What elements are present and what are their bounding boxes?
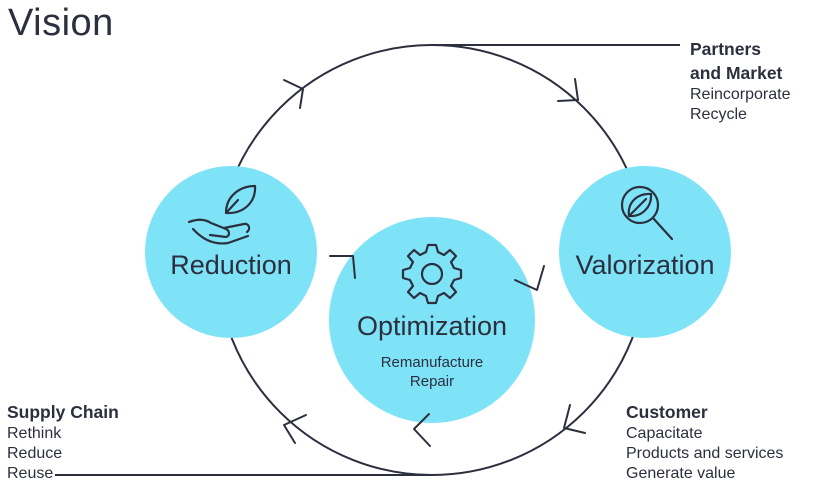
partners-heading-1: Partners [690, 39, 762, 59]
hand-leaf-icon [187, 184, 257, 245]
arrow-inner-left [329, 255, 356, 279]
page-title: Vision [8, 2, 114, 44]
customer-item-3: Generate value [626, 465, 736, 482]
reduction-label: Reduction [170, 250, 292, 280]
customer-heading: Customer [626, 402, 708, 422]
supply-chain-item-2: Reduce [7, 445, 63, 462]
supply-chain-item-1: Rethink [7, 425, 62, 442]
customer-item-1: Capacitate [626, 425, 703, 442]
partners-block: Partners and Market Reincorporate Recycl… [690, 37, 791, 125]
partners-item-2: Recycle [690, 106, 747, 123]
magnifier-leaf-icon [620, 185, 674, 241]
optimization-sub-1: Remanufacture [380, 354, 484, 371]
partners-item-1: Reincorporate [690, 86, 791, 103]
partners-heading-2: and Market [690, 63, 783, 83]
arrow-bottom-left [283, 414, 307, 444]
arrow-top-right [557, 78, 579, 102]
optimization-label: Optimization [356, 311, 508, 341]
valorization-circle [559, 166, 731, 338]
arrow-top-left [283, 79, 304, 109]
arrow-inner-right [514, 265, 545, 291]
optimization-sub-2: Repair [409, 373, 455, 390]
arrow-inner-bottom [413, 413, 431, 447]
valorization-label: Valorization [575, 250, 715, 280]
gear-icon [401, 243, 463, 305]
supply-chain-item-3: Reuse [7, 465, 54, 482]
customer-block: Customer Capacitate Products and service… [626, 400, 783, 484]
supply-chain-block: Supply Chain Rethink Reduce Reuse [7, 400, 119, 484]
optimization-circle [329, 217, 535, 423]
reduction-circle [145, 166, 317, 338]
customer-item-2: Products and services [626, 445, 784, 462]
supply-chain-heading: Supply Chain [7, 402, 119, 422]
arrow-bottom-right [563, 404, 586, 434]
